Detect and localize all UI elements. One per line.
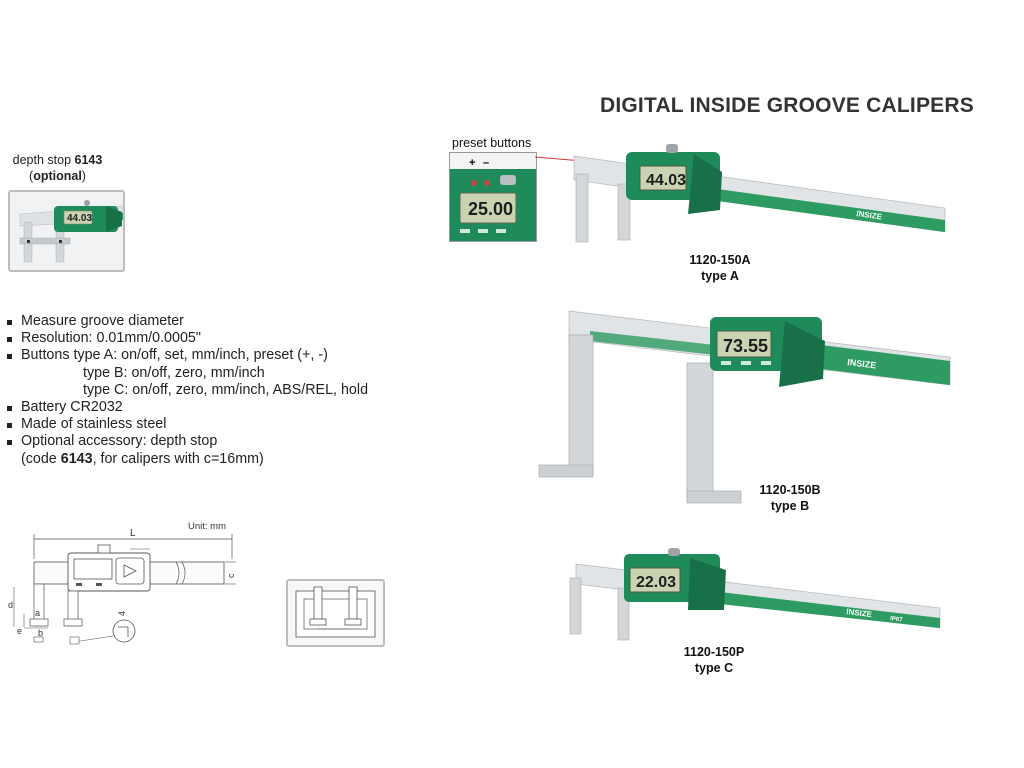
brand-label-c: INSIZE [846, 607, 873, 619]
model-a-type: type A [701, 269, 739, 283]
feature-item: Buttons type A: on/off, set, mm/inch, pr… [6, 347, 368, 364]
model-b-caption: 1120-150B type B [740, 482, 840, 514]
preset-inset: + – + – 25.00 [449, 152, 537, 242]
preset-lcd: 25.00 [468, 199, 513, 219]
unit-label: Unit: mm [188, 521, 226, 532]
dim-b: b [38, 628, 43, 638]
model-b-code: 1120-150B [759, 483, 821, 497]
lcd-type-b: 73.55 [723, 336, 768, 356]
accessory-code: 6143 [60, 450, 93, 467]
brand-label-b: INSIZE [847, 357, 877, 370]
feature-item: Battery CR2032 [6, 399, 368, 416]
page-title: DIGITAL INSIDE GROOVE CALIPERS [600, 94, 974, 117]
model-c-caption: 1120-150P type C [664, 644, 764, 676]
dim-L: L [130, 528, 136, 539]
dim-d: d [8, 600, 13, 610]
feature-item: type C: on/off, zero, mm/inch, ABS/REL, … [83, 381, 369, 398]
caliper-type-c-image: INSIZE IP67 22.03 [569, 548, 941, 641]
feature-item: Resolution: 0.01mm/0.0005" [6, 330, 368, 347]
caliper-type-b-image: INSIZE 73.55 [538, 310, 951, 504]
model-c-code: 1120-150P [683, 645, 745, 659]
preset-minus: – [483, 157, 489, 169]
feature-list: Measure groove diameter Resolution: 0.01… [6, 313, 368, 468]
feature-item: Optional accessory: depth stop [6, 433, 368, 450]
depth-stop-prefix: depth stop [12, 153, 75, 167]
preset-plus: + [469, 157, 475, 169]
model-a-code: 1120-150A [689, 253, 751, 267]
lcd-type-c: 22.03 [636, 574, 676, 591]
caliper-type-a-image: INSIZE 44.03 [573, 144, 946, 243]
model-b-type: type B [770, 499, 810, 513]
depth-stop-optional: optional [33, 169, 82, 183]
lcd-type-a: 44.03 [646, 172, 686, 189]
dim-a: a [35, 608, 40, 618]
model-a-caption: 1120-150A type A [670, 252, 770, 284]
accessory-note: (code 6143, for calipers with c=16mm) [21, 450, 264, 467]
detail-angle: 4 [117, 611, 127, 616]
depth-stop-caption: depth stop 6143 (optional) [12, 153, 103, 183]
brand-label-a: INSIZE [856, 209, 883, 222]
feature-item: Measure groove diameter [6, 313, 368, 330]
depth-stop-lcd: 44.03 [67, 213, 92, 224]
technical-drawing: Unit: mm L c d a e b 4 [8, 521, 236, 645]
dim-c: c [226, 573, 236, 578]
feature-item: type B: on/off, zero, mm/inch [83, 364, 265, 381]
dim-e: e [17, 626, 22, 636]
model-c-type: type C [694, 661, 734, 675]
feature-item: Made of stainless steel [6, 416, 368, 433]
depth-stop-image: 44.03 [8, 190, 125, 272]
depth-stop-code: 6143 [74, 153, 103, 167]
preset-buttons-label: preset buttons [452, 136, 532, 150]
rating-label-c: IP67 [890, 616, 904, 624]
groove-detail [286, 579, 385, 647]
